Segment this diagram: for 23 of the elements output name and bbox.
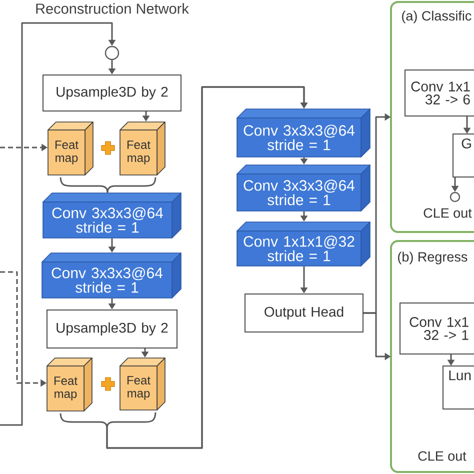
conv-block: Conv 3x3x3@64 stride = 1: [236, 108, 370, 158]
arrow: [0, 22, 116, 426]
feature-map-cube: Feat map: [120, 358, 166, 410]
process-box: Lun: [442, 366, 474, 410]
process-box: Upsample3D by 2: [42, 74, 182, 112]
panel-heading: (b) Regress: [398, 252, 468, 264]
conv-block: Conv 3x3x3@64 stride = 1: [42, 252, 182, 298]
feature-map-cube: Feat map: [48, 122, 94, 176]
conv-block: Conv 3x3x3@64 stride = 1: [236, 164, 370, 212]
conv-block: Conv 1x1x1@32 stride = 1: [236, 222, 370, 266]
feature-map-cube: Feat map: [120, 122, 166, 176]
process-box: Output Head: [244, 294, 364, 332]
output-label: CLE out: [418, 451, 466, 461]
output-label: CLE out: [424, 208, 472, 218]
process-box: Conv 1x1 32 -> 1: [400, 302, 474, 354]
process-box: Conv 1x1 32 -> 6: [404, 70, 474, 116]
network-title: Reconstruction Network: [36, 3, 189, 14]
process-box: G: [452, 134, 474, 178]
process-box: Upsample3D by 2: [46, 310, 178, 348]
feature-map-cube: Feat map: [46, 358, 92, 412]
junction-circle: [104, 46, 120, 60]
conv-block: Conv 3x3x3@64 stride = 1: [42, 192, 182, 238]
panel-heading: (a) Classific: [402, 10, 472, 24]
